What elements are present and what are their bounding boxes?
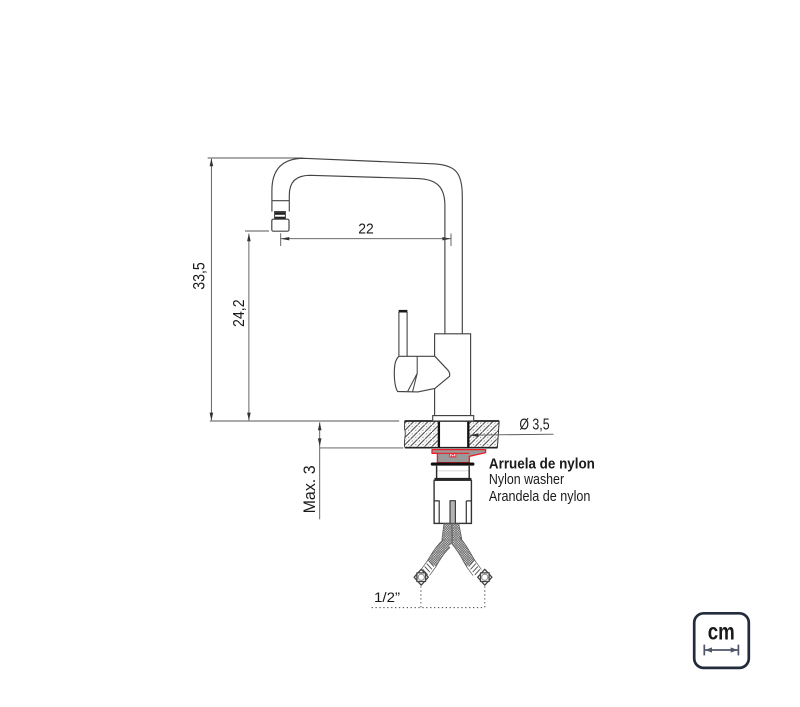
svg-text:Arruela de nylon: Arruela de nylon bbox=[489, 456, 595, 473]
svg-text:cm: cm bbox=[708, 619, 735, 645]
svg-text:Arandela de nylon: Arandela de nylon bbox=[489, 488, 591, 505]
svg-text:24,2: 24,2 bbox=[231, 299, 248, 327]
svg-text:1/2”: 1/2” bbox=[374, 589, 400, 605]
svg-text:33,5: 33,5 bbox=[190, 262, 208, 290]
svg-text:Nylon washer: Nylon washer bbox=[489, 471, 564, 488]
svg-text:Ø 3,5: Ø 3,5 bbox=[519, 417, 549, 434]
svg-text:Max. 3: Max. 3 bbox=[300, 465, 319, 513]
svg-text:22: 22 bbox=[358, 220, 374, 237]
